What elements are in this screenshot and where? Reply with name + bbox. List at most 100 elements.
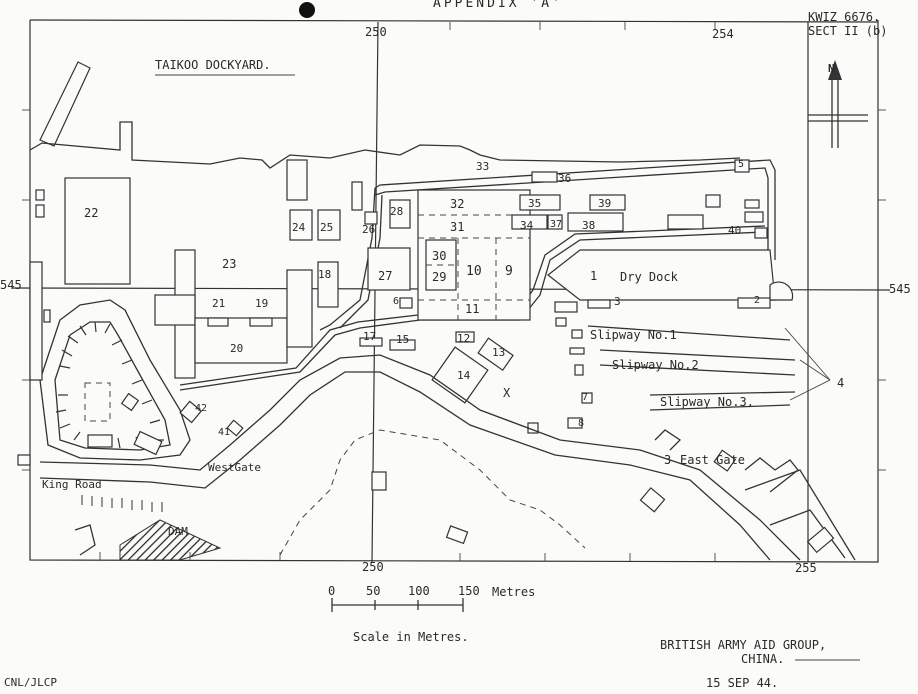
- map-title: TAIKOO DOCKYARD.: [155, 58, 271, 72]
- road-south-edge: [39, 371, 771, 561]
- dock-gate: [769, 281, 794, 301]
- building-number: 32: [450, 197, 465, 211]
- grid-label-bottom-255: 255: [795, 561, 817, 575]
- building-small-north: [286, 159, 308, 201]
- building-slip-3: [571, 329, 583, 339]
- building-14: [431, 346, 489, 404]
- building-41: [226, 419, 244, 437]
- building-slip-5: [574, 364, 584, 376]
- building-number: 42: [195, 403, 208, 414]
- building-number: 26: [362, 223, 376, 236]
- west-building-1: [35, 189, 45, 201]
- building-8: [567, 417, 583, 429]
- building-27: [367, 247, 411, 291]
- scale-tick-50: 50: [366, 584, 381, 598]
- south-building-3: [639, 487, 666, 513]
- reservoir-outline: [84, 382, 111, 422]
- west-strip: [29, 261, 43, 381]
- grid-label-left-545: 545: [0, 278, 22, 292]
- dry-dock: [547, 249, 776, 301]
- building-unnamed-2: [705, 194, 721, 208]
- building-number: 21: [212, 297, 226, 310]
- building-number: 30: [432, 249, 447, 263]
- rail-track-outer: [374, 159, 776, 260]
- grid-label-top-254: 254: [712, 27, 734, 41]
- slipway-2-line-b: [599, 364, 796, 376]
- slipway-3-line-b: [649, 404, 791, 411]
- building-number: 9: [505, 264, 513, 279]
- document-date: 15 SEP 44.: [706, 676, 779, 690]
- scale-unit: Metres: [492, 585, 536, 599]
- hill-contour: [54, 321, 171, 451]
- building-number: 40: [728, 224, 742, 237]
- building-22: [64, 177, 131, 285]
- road-north-edge: [39, 354, 801, 561]
- slipway-2-label: Slipway No.2: [612, 358, 699, 372]
- building-36: [531, 171, 558, 183]
- building-28: [389, 199, 411, 229]
- dam-hatched: [119, 519, 222, 561]
- punch-hole-mark: [299, 2, 315, 18]
- north-arrow-icon: [808, 60, 868, 148]
- building-number: 25: [320, 221, 334, 234]
- old-slipway-structure: [39, 61, 91, 147]
- hill-building-1: [87, 434, 113, 448]
- building-number: 8: [578, 418, 585, 429]
- east-gate-number: 3: [664, 453, 672, 467]
- x-mark: X: [503, 386, 511, 400]
- building-small-2: [351, 181, 363, 211]
- hill-outline: [39, 299, 191, 461]
- building-number: 10: [466, 264, 482, 279]
- building-number: 41: [218, 427, 231, 438]
- building-number: 29: [432, 270, 447, 284]
- section-reference: SECT II (b): [808, 24, 888, 38]
- building-15: [389, 339, 416, 351]
- building-number: 19: [255, 297, 269, 310]
- appendix-label: APPENDIX 'A': [433, 0, 563, 11]
- slipway-arrows: [784, 327, 831, 401]
- building-number: 3: [614, 295, 621, 308]
- building-40: [754, 227, 768, 239]
- organization-name: BRITISH ARMY AID GROUP,: [660, 638, 827, 652]
- grid-label-top-250: 250: [365, 25, 387, 39]
- building-number: 23: [222, 257, 237, 271]
- building-number: 24: [292, 221, 306, 234]
- reference-number: KWIZ 6676.: [808, 10, 881, 24]
- building-number: 11: [465, 302, 480, 316]
- slipway-1-label: Slipway No.1: [590, 328, 677, 342]
- building-38: [567, 212, 624, 232]
- stream-dashed: [279, 429, 586, 556]
- building-5: [734, 159, 750, 173]
- building-number: 39: [598, 197, 612, 210]
- document-reference: CNL/JLCP: [4, 676, 57, 689]
- dam-structure-west: [74, 524, 96, 556]
- building-39: [589, 194, 626, 211]
- building-number: 22: [84, 206, 99, 220]
- east-building-2: [744, 457, 799, 493]
- west-building-3: [43, 309, 51, 323]
- scale-tick-100: 100: [408, 584, 430, 598]
- building-number: 33: [476, 160, 490, 173]
- building-unnamed-4: [744, 211, 764, 223]
- king-road-label: King Road: [42, 478, 102, 491]
- building-13: [477, 337, 514, 371]
- dam-label: DAM: [168, 525, 188, 538]
- hill-building-3: [120, 392, 140, 412]
- building-17: [359, 337, 383, 347]
- building-24: [289, 209, 313, 241]
- rail-track-west: [319, 187, 376, 331]
- building-6: [399, 297, 413, 309]
- building-number: 6: [393, 296, 400, 307]
- building-slip-2: [555, 317, 567, 327]
- scale-tick-150: 150: [458, 584, 480, 598]
- north-label: N: [828, 62, 835, 75]
- building-number: 27: [378, 269, 393, 283]
- west-gate-label: WestGate: [208, 461, 261, 474]
- scale-caption: Scale in Metres.: [353, 630, 469, 644]
- scale-bar: [331, 598, 464, 612]
- east-gate-structure: [654, 429, 682, 451]
- east-compound-inner: [769, 509, 846, 559]
- building-21: [207, 317, 229, 327]
- building-12: [455, 331, 475, 343]
- building-2: [737, 297, 771, 309]
